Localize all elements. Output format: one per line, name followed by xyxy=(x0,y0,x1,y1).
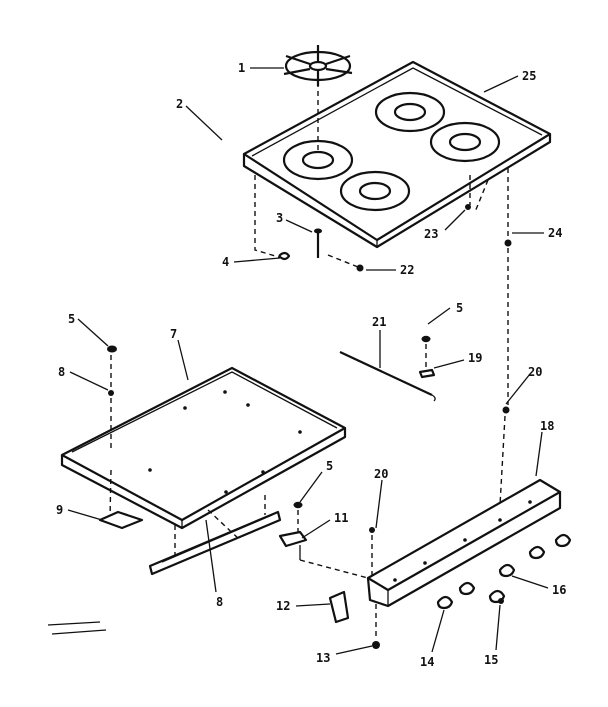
callout-8b: 8 xyxy=(216,595,223,609)
callout-25: 25 xyxy=(522,69,536,83)
callout-1: 1 xyxy=(238,61,245,75)
washer-8a xyxy=(108,390,114,396)
nut-22 xyxy=(356,264,364,272)
callout-8a: 8 xyxy=(58,365,65,379)
bracket-9 xyxy=(98,510,144,530)
burner-grate xyxy=(283,45,353,86)
burner-opening-rear-left xyxy=(374,91,446,133)
callout-21: 21 xyxy=(372,315,386,329)
screw-5b xyxy=(421,335,431,343)
screw-5a xyxy=(107,345,117,353)
callout-23: 23 xyxy=(424,227,438,241)
wire-rod-21 xyxy=(339,351,436,402)
callout-2: 2 xyxy=(176,97,183,111)
callout-7: 7 xyxy=(170,327,177,341)
callout-5c: 5 xyxy=(326,459,333,473)
callout-9: 9 xyxy=(56,503,63,517)
callout-15: 15 xyxy=(484,653,498,667)
manifold-bracket-18 xyxy=(366,478,562,608)
callout-12: 12 xyxy=(276,599,290,613)
fastener-23 xyxy=(465,204,471,210)
callout-16: 16 xyxy=(552,583,566,597)
callout-11: 11 xyxy=(334,511,348,525)
burner-box xyxy=(60,366,347,530)
screw-3 xyxy=(314,228,322,258)
callout-14: 14 xyxy=(420,655,434,669)
orifice-holder-11 xyxy=(278,530,308,560)
burner-opening-rear-right xyxy=(429,121,501,163)
support-rail-8 xyxy=(148,495,282,576)
callout-4: 4 xyxy=(222,255,229,269)
screw-5c xyxy=(293,501,303,509)
valve-bracket-12 xyxy=(328,590,350,624)
screw-15 xyxy=(498,598,504,604)
clip-19 xyxy=(418,368,436,379)
scan-artifact xyxy=(47,621,107,635)
callout-22: 22 xyxy=(400,263,414,277)
cooktop xyxy=(242,60,552,249)
callout-labels: 1 2 3 4 5 5 5 7 8 8 9 11 12 13 14 15 16 … xyxy=(56,61,566,669)
callout-3: 3 xyxy=(276,211,283,225)
callout-18: 18 xyxy=(540,419,554,433)
screw-13 xyxy=(372,641,380,649)
callout-24: 24 xyxy=(548,226,562,240)
callout-5a: 5 xyxy=(68,312,75,326)
callout-5b: 5 xyxy=(456,301,463,315)
washer-20b xyxy=(369,527,375,533)
leader-lines xyxy=(67,67,549,655)
callout-20a: 20 xyxy=(528,365,542,379)
callout-13: 13 xyxy=(316,651,330,665)
clip-4 xyxy=(278,251,291,261)
callout-20b: 20 xyxy=(374,467,388,481)
burner-opening-front-right xyxy=(339,170,411,212)
callout-19: 19 xyxy=(468,351,482,365)
